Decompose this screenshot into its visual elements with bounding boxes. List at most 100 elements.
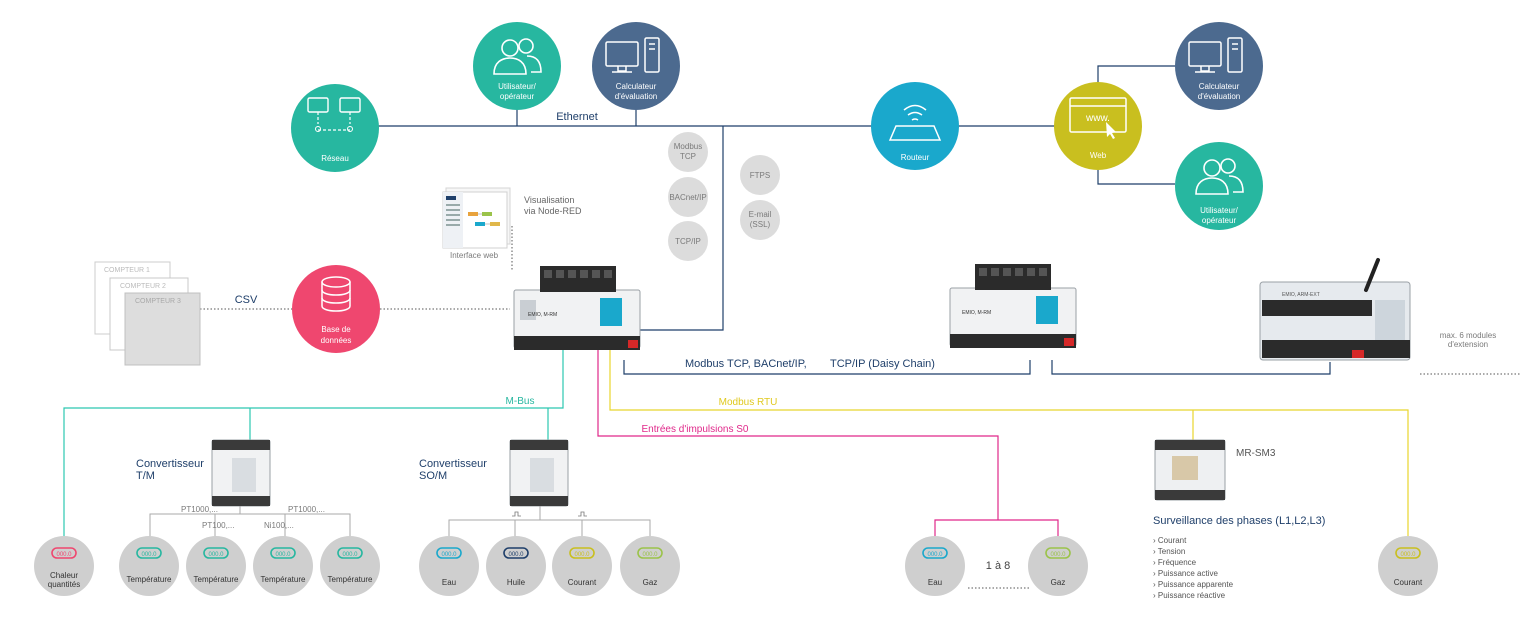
meter-temperature-1: 000.0 Température <box>119 536 179 596</box>
users-icon <box>493 38 542 75</box>
huile-label: Huile <box>507 578 526 587</box>
meter-digits: 000.0 <box>642 552 658 558</box>
compteur3-label: COMPTEUR 3 <box>135 298 181 305</box>
courant-1-label: Courant <box>568 578 597 587</box>
converter-som-device <box>509 439 569 507</box>
surveillance-item-4: › Puissance active <box>1153 569 1218 578</box>
meter-digits: 000.0 <box>208 552 224 558</box>
chaleur-line2: quantités <box>48 580 80 589</box>
base-line1: Base de <box>321 325 351 334</box>
temperature-1-label: Température <box>127 575 172 584</box>
surveillance-item-5: › Puissance apparente <box>1153 580 1234 589</box>
visualisation-line2: via Node-RED <box>524 206 582 216</box>
surveillance-item-1: › Courant <box>1153 536 1187 545</box>
one-to-eight-label: 1 à 8 <box>986 560 1010 572</box>
modbus-rtu-label: Modbus RTU <box>719 397 778 408</box>
utilisateur-right-line2: opérateur <box>1202 216 1237 225</box>
mbus-label: M-Bus <box>506 396 535 407</box>
temperature-3-label: Température <box>261 575 306 584</box>
calculateur-right-line1: Calculateur <box>1199 82 1240 91</box>
ftps-label: FTPS <box>750 171 770 180</box>
protocol-bubbles: Modbus TCP BACnet/IP TCP/IP FTPS E-mail … <box>668 132 780 261</box>
visualisation-line1: Visualisation <box>524 195 574 205</box>
database-icon <box>321 276 351 312</box>
meter-icon <box>436 547 462 559</box>
node-reseau: Réseau <box>291 84 379 172</box>
meter-courant-1: 000.0 Courant <box>552 536 612 596</box>
meter-digits: 000.0 <box>508 552 524 558</box>
mrsm3-device <box>1154 439 1226 501</box>
surveillance-title: Surveillance des phases (L1,L2,L3) <box>1153 515 1325 527</box>
computer-icon <box>1188 37 1243 73</box>
meter-icon <box>337 547 363 559</box>
meter-gaz-2: 000.0 Gaz <box>1028 536 1088 596</box>
temperature-4-label: Température <box>328 575 373 584</box>
meter-digits: 000.0 <box>275 552 291 558</box>
node-base-de-donnees: Base de données <box>292 265 380 353</box>
pt100-label: PT100,... <box>202 521 234 530</box>
connection-lines <box>63 65 1520 589</box>
node-calculateur-right: Calculateur d'évaluation <box>1175 22 1263 110</box>
meter-icon <box>503 547 529 559</box>
calculateur-top-line1: Calculateur <box>616 82 657 91</box>
antenna-icon <box>1364 258 1380 292</box>
node-utilisateur-top: Utilisateur/ opérateur <box>473 22 561 110</box>
mbus-line <box>63 350 564 540</box>
meter-icon <box>51 547 77 559</box>
entrees-label: Entrées d'impulsions S0 <box>642 424 749 435</box>
routeur-label: Routeur <box>901 153 930 162</box>
base-line2: données <box>321 336 352 345</box>
courant-2-label: Courant <box>1394 578 1423 587</box>
ni100-label: Ni100,... <box>264 521 294 530</box>
daisy-chain-line <box>623 360 1031 375</box>
pt1000-a-label: PT1000,... <box>181 505 218 514</box>
meter-digits: 000.0 <box>1050 552 1066 558</box>
secondary-controller-device: EMIO, M-RM <box>949 264 1077 348</box>
meter-temperature-3: 000.0 Température <box>253 536 313 596</box>
web-label: Web <box>1090 151 1107 160</box>
meter-icon <box>203 547 229 559</box>
device-name-1: EMIO, M-RM <box>528 312 557 318</box>
utilisateur-top-line2: opérateur <box>500 92 535 101</box>
meter-icon <box>270 547 296 559</box>
interface-web-thumbnail <box>442 187 511 249</box>
main-controller-device: EMIO, M-RM <box>513 266 641 350</box>
cursor-icon <box>1106 122 1116 139</box>
meter-digits: 000.0 <box>56 552 72 558</box>
ethernet-label: Ethernet <box>556 111 598 123</box>
device-name-3: EMIO, ARM-EXT <box>1282 292 1320 298</box>
max-modules-line2: d'extension <box>1448 340 1488 349</box>
conv-tm-line2: T/M <box>136 470 155 482</box>
meter-eau-1: 000.0 Eau <box>419 536 479 596</box>
modbus-chain-label-a: Modbus TCP, BACnet/IP, <box>685 358 807 370</box>
modbus-rtu-line <box>609 350 1409 540</box>
device-name-2: EMIO, M-RM <box>962 310 991 316</box>
meter-digits: 000.0 <box>441 552 457 558</box>
compteur2-label: COMPTEUR 2 <box>120 283 166 290</box>
router-icon <box>888 104 942 141</box>
pt1000-b-label: PT1000,... <box>288 505 325 514</box>
meter-huile: 000.0 Huile <box>486 536 546 596</box>
meter-icon <box>1045 547 1071 559</box>
meter-gaz-1: 000.0 Gaz <box>620 536 680 596</box>
meter-courant-2: 000.0 Courant <box>1378 536 1438 596</box>
mrsm3-label: MR-SM3 <box>1236 448 1276 459</box>
meter-digits: 000.0 <box>141 552 157 558</box>
temperature-2-label: Température <box>194 575 239 584</box>
interface-web-label: Interface web <box>450 251 499 260</box>
bacnet-ip-label: BACnet/IP <box>669 193 706 202</box>
meter-digits: 000.0 <box>927 552 943 558</box>
meter-digits: 000.0 <box>342 552 358 558</box>
meter-icon <box>569 547 595 559</box>
meter-icon <box>1395 547 1421 559</box>
utilisateur-top-line1: Utilisateur/ <box>498 82 537 91</box>
modbus-tcp-line2: TCP <box>680 152 696 161</box>
meter-digits: 000.0 <box>574 552 590 558</box>
utilisateur-right-line1: Utilisateur/ <box>1200 206 1239 215</box>
extension-device: EMIO, ARM-EXT <box>1259 258 1411 361</box>
conv-som-line2: SO/M <box>419 470 447 482</box>
meter-eau-2: 000.0 Eau <box>905 536 965 596</box>
chaleur-line1: Chaleur <box>50 571 78 580</box>
node-calculateur-top: Calculateur d'évaluation <box>592 22 680 110</box>
modbus-tcp-line1: Modbus <box>674 142 702 151</box>
